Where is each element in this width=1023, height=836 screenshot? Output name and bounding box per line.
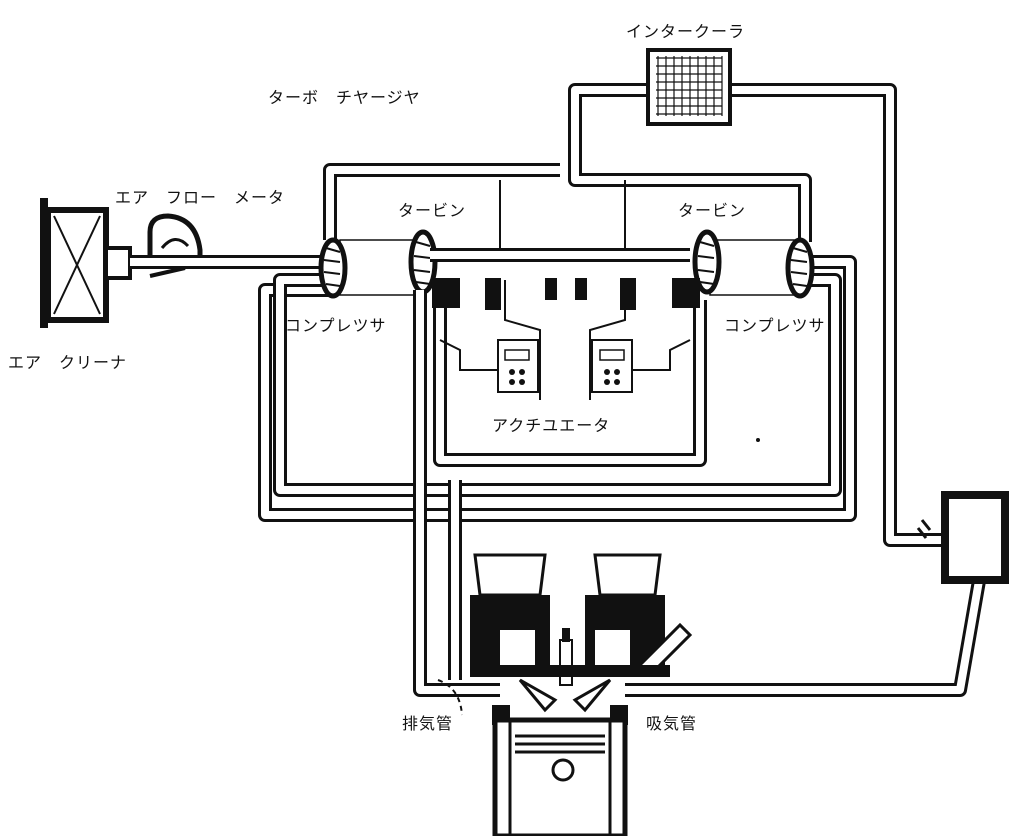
air-flow-meter-label: エア フロー メータ [115, 188, 286, 207]
compressor-left-label: コンプレツサ [285, 316, 387, 335]
turbocharger-right [624, 180, 815, 299]
actuator-right [591, 339, 633, 393]
air-cleaner [40, 198, 132, 328]
turbine-left-label: タービン [398, 201, 467, 220]
bypass-chamber [916, 491, 1009, 584]
compressor-right-label: コンプレツサ [724, 316, 826, 335]
engine-cylinder [437, 553, 693, 836]
turbocharger-left [318, 180, 501, 299]
exhaust-pipes [413, 248, 707, 697]
actuator-left [497, 339, 539, 393]
turbine-right-label: タービン [678, 201, 747, 220]
intake-pipes [130, 83, 987, 697]
intercooler-label: インタークーラ [626, 22, 746, 41]
air-cleaner-label: エア クリーナ [8, 353, 128, 372]
actuator-label: アクチユエータ [492, 416, 611, 435]
exhaust-pipe-label: 排気管 [402, 714, 454, 733]
air-flow-meter [147, 213, 203, 278]
turbocharger-label: ターボ チヤージヤ [268, 88, 421, 107]
intake-pipe-label: 吸気管 [646, 714, 698, 733]
intercooler [646, 48, 732, 126]
